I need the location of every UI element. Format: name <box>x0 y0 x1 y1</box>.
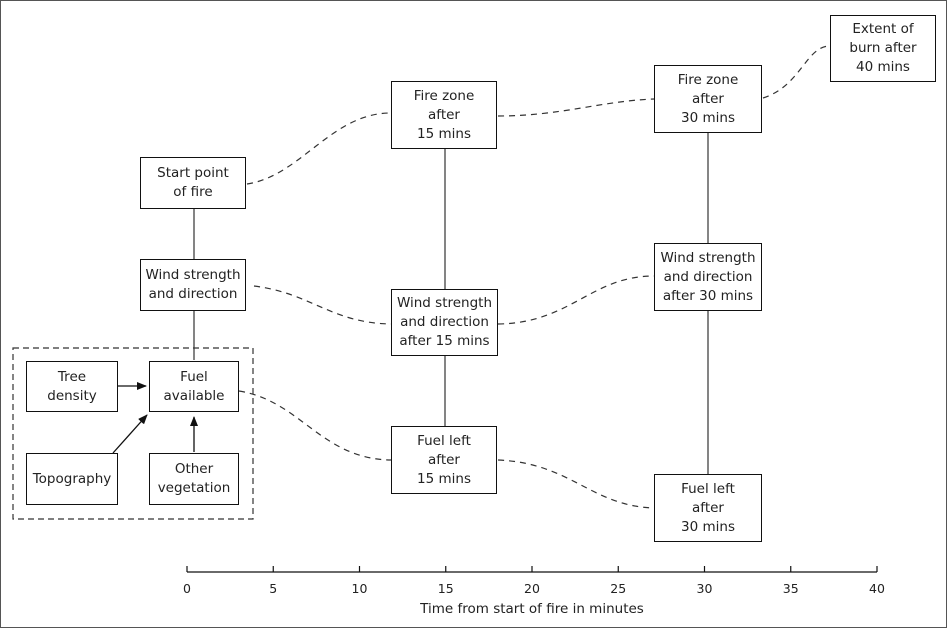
dashed-wind15-to-wind30 <box>497 275 655 325</box>
tick-label: 35 <box>782 581 799 596</box>
dashed-zone15-to-zone30 <box>497 98 655 117</box>
axis-title: Time from start of fire in minutes <box>420 601 644 617</box>
tick-label: 5 <box>269 581 278 596</box>
tick-label: 15 <box>437 581 454 596</box>
dashed-start-to-zone15 <box>246 112 392 185</box>
wind-30-box: Wind strength and direction after 30 min… <box>654 243 762 311</box>
wind-strength-box: Wind strength and direction <box>140 259 246 311</box>
dashed-fuel-to-fuel15 <box>238 390 392 461</box>
tick-label: 10 <box>351 581 368 596</box>
tick-label: 20 <box>524 581 540 596</box>
tick-label: 0 <box>183 581 191 596</box>
dashed-wind0-to-wind15 <box>253 285 392 325</box>
other-vegetation-box: Other vegetation <box>149 453 239 505</box>
extent-40-box: Extent of burn after 40 mins <box>830 15 936 82</box>
topography-box: Topography <box>26 453 118 505</box>
fuel-left-30-box: Fuel left after 30 mins <box>654 474 762 542</box>
tick-marks <box>186 566 878 572</box>
tick-label: 25 <box>610 581 627 596</box>
fire-zone-15-box: Fire zone after 15 mins <box>391 81 497 149</box>
start-point-box: Start point of fire <box>140 157 246 209</box>
fire-zone-30-box: Fire zone after 30 mins <box>654 65 762 133</box>
fuel-left-15-box: Fuel left after 15 mins <box>391 426 497 494</box>
tick-label: 40 <box>869 581 885 596</box>
tick-label: 30 <box>696 581 713 596</box>
wind-15-box: Wind strength and direction after 15 min… <box>391 289 498 356</box>
fuel-factors-group <box>12 347 254 520</box>
dashed-fuel15-to-fuel30 <box>497 459 655 509</box>
tree-density-box: Tree density <box>26 361 118 412</box>
dashed-zone30-to-extent40 <box>762 45 831 99</box>
fuel-available-box: Fuel available <box>149 361 239 412</box>
arrow-topography-to-fuel <box>112 414 148 454</box>
